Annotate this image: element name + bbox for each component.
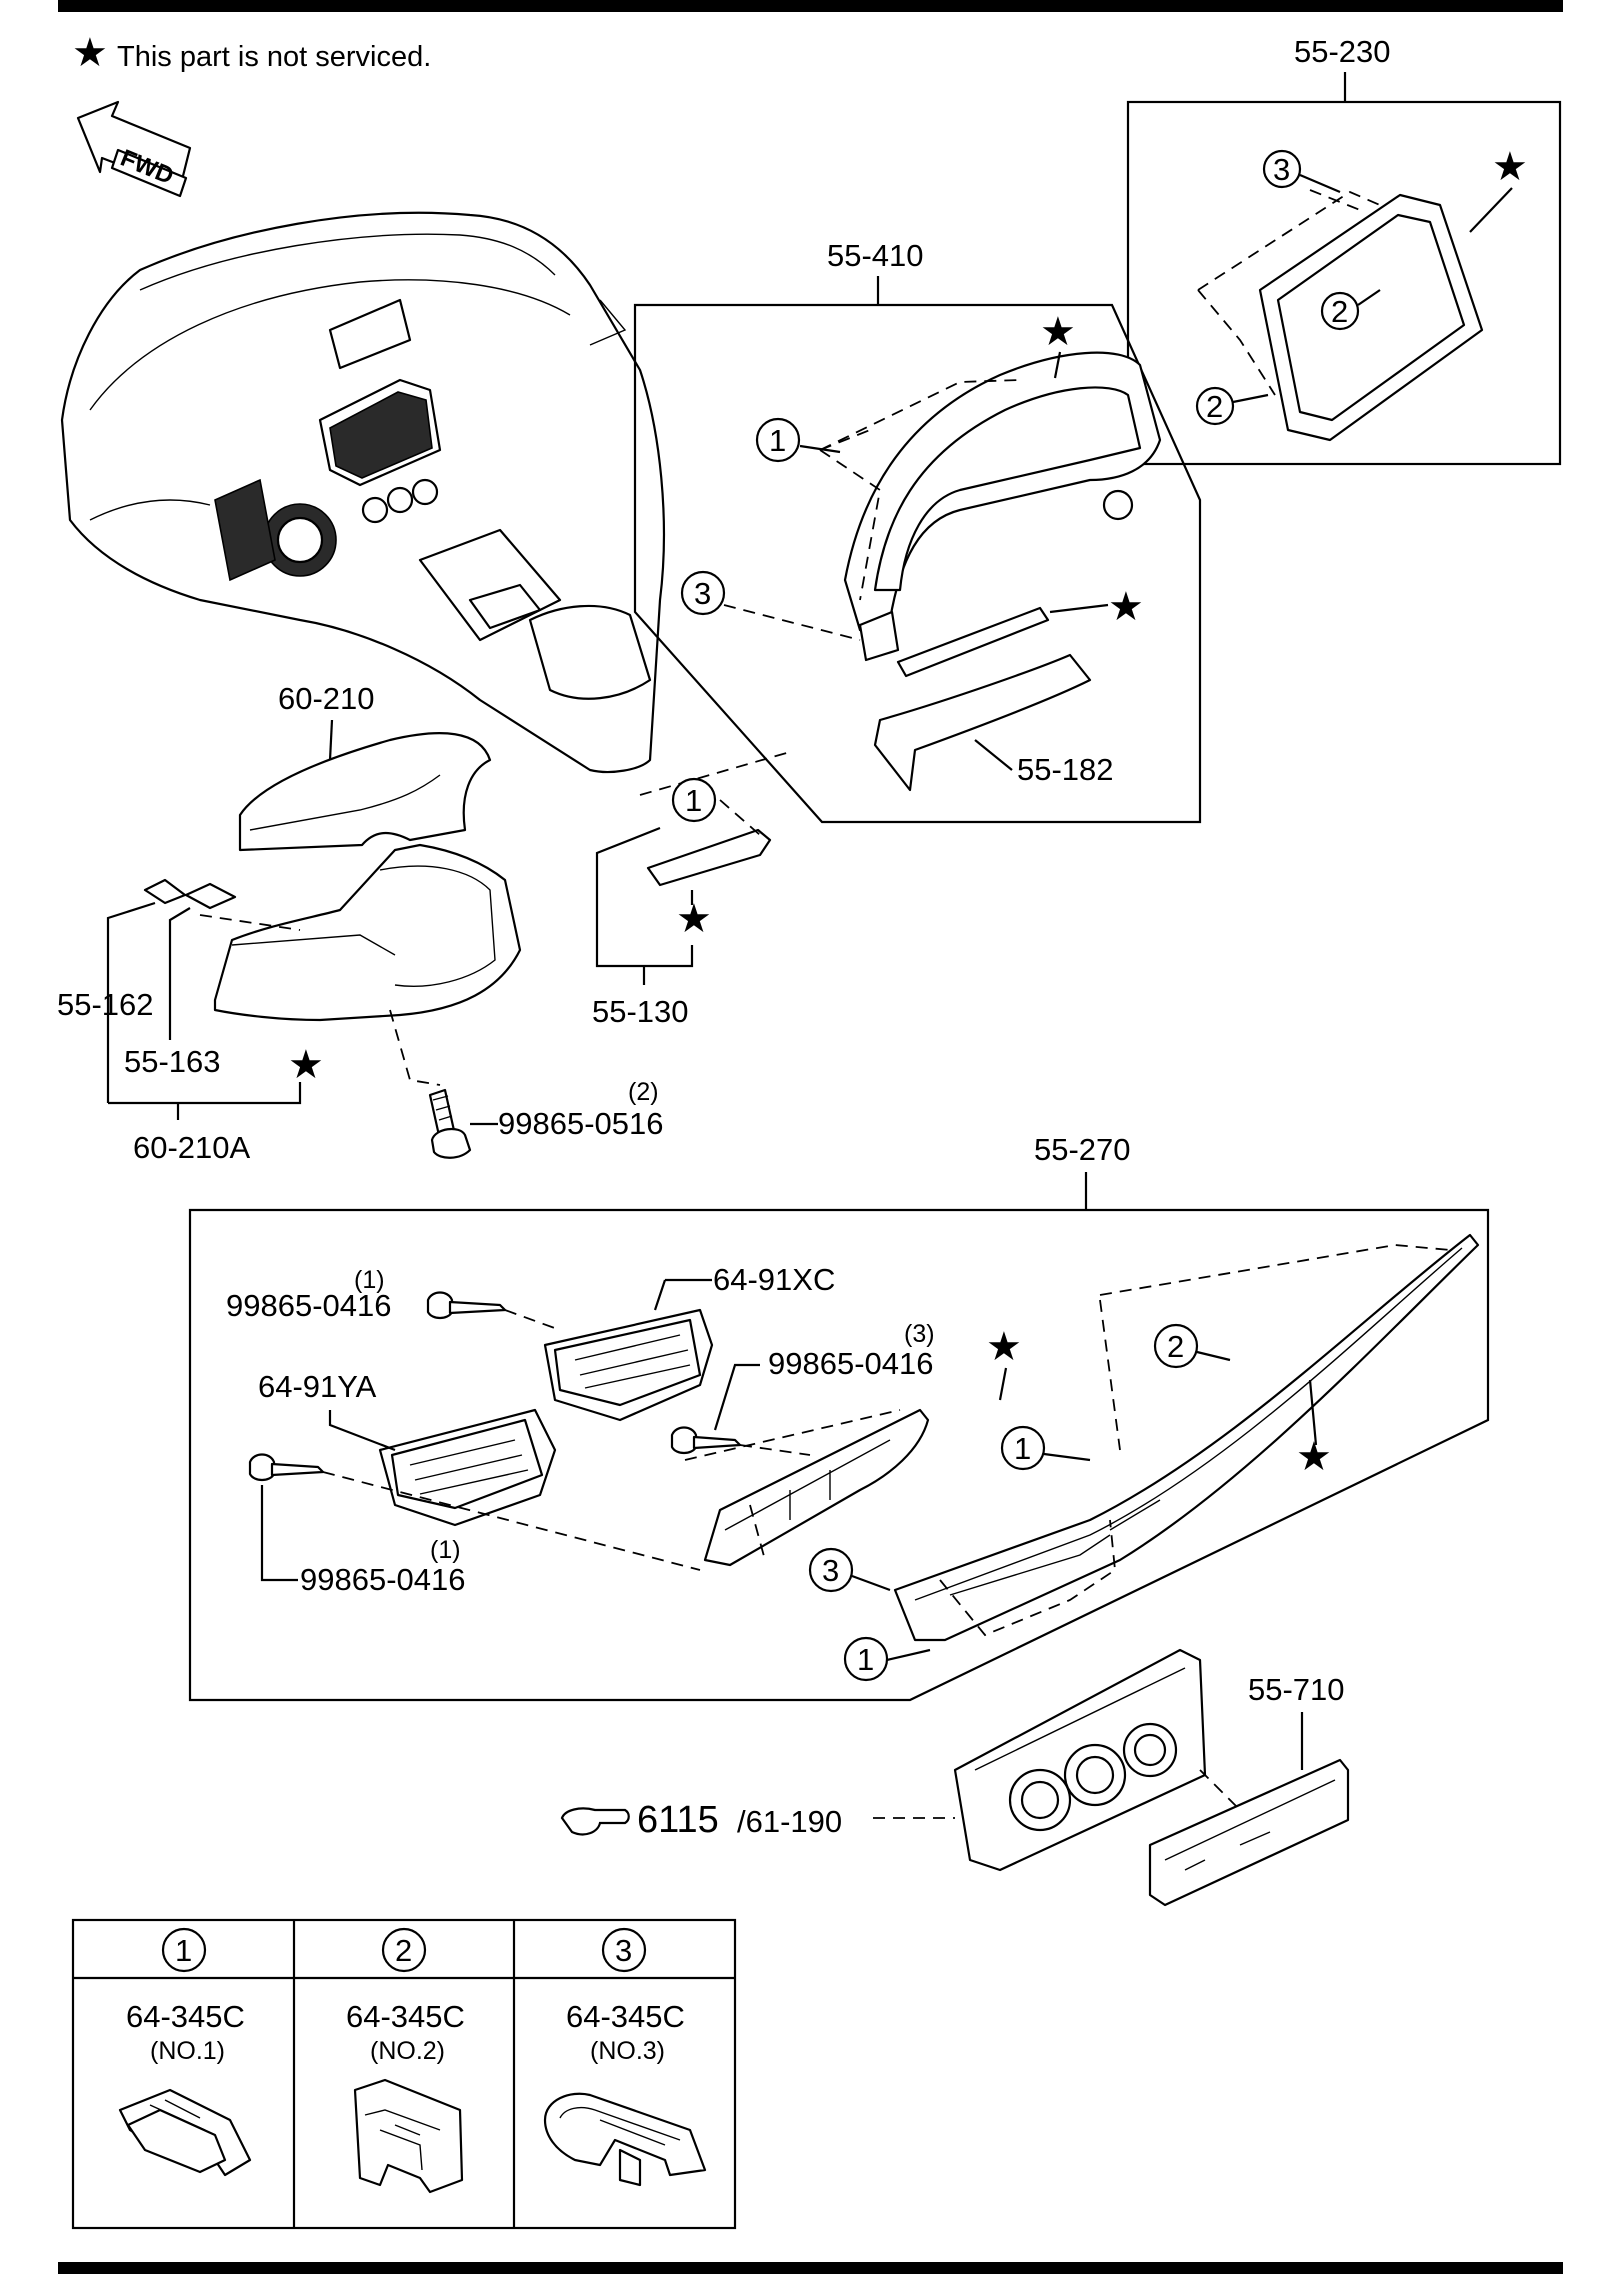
label-64-91xc: 64-91XC	[713, 1262, 835, 1297]
not-serviced-note: ★ This part is not serviced.	[72, 31, 431, 75]
group-55-410: 55-410 1 3 ★ ★ 55-182	[633, 238, 1202, 824]
callout-3	[1262, 149, 1302, 189]
star-icon: ★	[288, 1043, 324, 1087]
clip-no1-drawing	[118, 2088, 252, 2177]
svg-text:1: 1	[769, 423, 786, 458]
qty-99865-0416-a: (1)	[354, 1266, 385, 1294]
label-99865-0416-b: 99865-0416	[768, 1346, 934, 1381]
bottom-border	[58, 2262, 1563, 2274]
callout-2	[1320, 291, 1360, 331]
group-55-710: 55-710	[953, 1648, 1350, 1907]
ref-main: 6115	[637, 1799, 719, 1841]
group-55-230: 55-230 3 2 2 ★	[1126, 34, 1562, 466]
svg-text:1: 1	[175, 1933, 192, 1968]
star-icon: ★	[1040, 310, 1076, 354]
legend-part-code-2: 64-345C	[346, 1999, 465, 2034]
qty-99865-0416-c: (1)	[430, 1536, 461, 1564]
callout-2	[1153, 1323, 1199, 1369]
qty-99865-0416-b: (3)	[904, 1320, 935, 1348]
label-55-182: 55-182	[1017, 752, 1114, 787]
svg-text:1: 1	[1014, 1431, 1031, 1466]
svg-text:2: 2	[1206, 389, 1223, 424]
label-60-210a: 60-210A	[133, 1130, 251, 1165]
legend-callout-1	[161, 1927, 207, 1973]
legend-callout-3	[601, 1927, 647, 1973]
label-55-163: 55-163	[124, 1044, 221, 1079]
clip-no2-drawing	[353, 2078, 464, 2194]
star-icon: ★	[1296, 1435, 1332, 1479]
star-icon: ★	[986, 1325, 1022, 1369]
qty-99865-0516: (2)	[628, 1078, 659, 1106]
legend-variant-3: (NO.3)	[590, 2037, 665, 2065]
svg-text:3: 3	[1273, 152, 1290, 187]
legend-part-code-3: 64-345C	[566, 1999, 685, 2034]
label-99865-0416-a: 99865-0416	[226, 1288, 392, 1323]
label-55-410: 55-410	[827, 238, 924, 273]
label-55-710: 55-710	[1248, 1672, 1345, 1707]
svg-text:3: 3	[822, 1553, 839, 1588]
svg-text:3: 3	[615, 1933, 632, 1968]
note-text: This part is not serviced.	[117, 41, 431, 73]
legend-part-code-1: 64-345C	[126, 1999, 245, 2034]
svg-text:2: 2	[395, 1933, 412, 1968]
label-99865-0516: 99865-0516	[498, 1106, 664, 1141]
callout-1	[755, 417, 801, 463]
screw-99865-0516: 99865-0516 (2)	[428, 1078, 664, 1159]
clip-legend-table: 1 2 3 64-345C (NO.1) 64-345C (NO.2) 64-3…	[71, 1918, 737, 2230]
callout-1	[671, 777, 717, 823]
reference-6115: 6115 /61-190	[560, 1799, 955, 1841]
clip-no3-drawing	[543, 2092, 707, 2187]
legend-variant-2: (NO.2)	[370, 2037, 445, 2065]
fwd-arrow-icon: FWD	[76, 100, 192, 198]
star-icon: ★	[1108, 585, 1144, 629]
ref-sub: /61-190	[737, 1804, 842, 1839]
top-border	[58, 0, 1563, 12]
svg-text:2: 2	[1331, 294, 1348, 329]
group-55-270: 55-270 64-91XC 64-91YA 99865-0416 (1)	[188, 1132, 1490, 1702]
label-60-210: 60-210	[278, 681, 375, 716]
pointing-hand-icon	[560, 1807, 630, 1836]
label-55-162: 55-162	[57, 987, 154, 1022]
svg-text:3: 3	[694, 576, 711, 611]
callout-3	[680, 570, 726, 616]
legend-callout-2	[381, 1927, 427, 1973]
star-icon: ★	[1492, 145, 1528, 189]
legend-variant-1: (NO.1)	[150, 2037, 225, 2065]
group-55-130: 1 ★ 55-130	[592, 751, 791, 1029]
label-55-230: 55-230	[1294, 34, 1391, 69]
star-icon: ★	[72, 31, 108, 75]
callout-2	[1195, 386, 1235, 426]
group-60-210: 60-210	[238, 681, 492, 852]
label-55-270: 55-270	[1034, 1132, 1131, 1167]
group-60-210a: 55-162 55-163 ★ 60-210A	[57, 843, 522, 1165]
callout-1	[1000, 1425, 1046, 1471]
star-icon: ★	[676, 897, 712, 941]
svg-text:1: 1	[685, 783, 702, 818]
label-99865-0416-c: 99865-0416	[300, 1562, 466, 1597]
dashboard-overview	[60, 211, 666, 774]
svg-text:2: 2	[1167, 1329, 1184, 1364]
label-64-91ya: 64-91YA	[258, 1369, 377, 1404]
svg-text:1: 1	[857, 1642, 874, 1677]
label-55-130: 55-130	[592, 994, 689, 1029]
callout-3	[808, 1547, 854, 1593]
